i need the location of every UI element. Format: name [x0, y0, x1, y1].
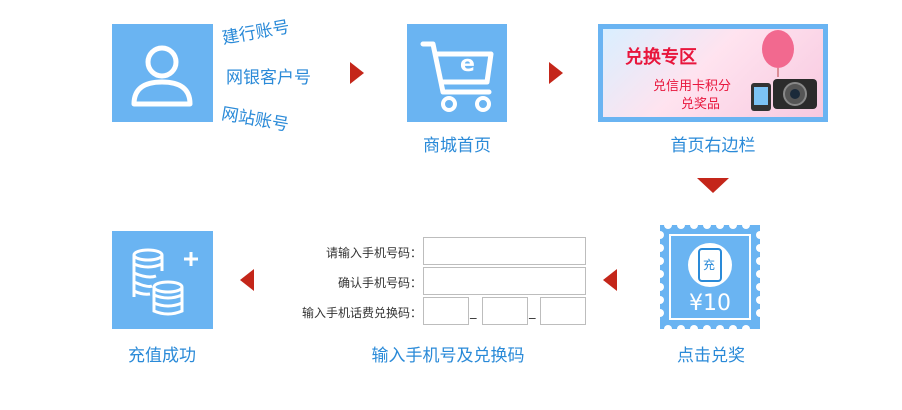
redeem-code-input-1[interactable] [423, 297, 469, 325]
confirm-phone-label: 确认手机号码： [337, 276, 422, 290]
success-tile [112, 231, 213, 329]
flow-arrow-right-1 [350, 62, 364, 84]
login-option-netbank-customer[interactable]: 网银客户号 [226, 68, 311, 88]
recharge-stamp[interactable]: 充 ¥10 [660, 225, 760, 329]
promo-banner[interactable]: 兑换专区 兑信用卡积分 兑奖品 [598, 24, 828, 122]
flow-arrow-right-2 [549, 62, 563, 84]
login-option-website-account[interactable]: 网站账号 [219, 104, 291, 136]
promo-title: 兑换专区 [625, 47, 697, 68]
confirm-phone-input[interactable] [423, 267, 586, 295]
flow-arrow-left-1 [603, 269, 617, 291]
cart-letter: e [460, 52, 475, 77]
shopping-cart-icon [420, 41, 494, 112]
redeem-code-input-2[interactable] [482, 297, 528, 325]
homepage-sidebar-label: 首页右边栏 [670, 136, 756, 156]
camera-icon [773, 79, 817, 109]
flow-arrow-left-2 [240, 269, 254, 291]
user-tile [112, 24, 213, 122]
promo-banner-image: 兑换专区 兑信用卡积分 兑奖品 [603, 29, 823, 117]
coins-stack-icon [132, 248, 198, 316]
mall-home-label: 商城首页 [423, 136, 491, 156]
enter-phone-code-label: 输入手机号及兑换码 [371, 346, 525, 366]
mall-tile[interactable]: e [407, 24, 507, 122]
login-option-ccb-account[interactable]: 建行账号 [220, 17, 292, 49]
flow-arrow-down [697, 178, 729, 193]
phone-gift-icon [751, 83, 771, 111]
code-separator-2: _ [529, 305, 536, 320]
phone-recharge-char: 充 [703, 258, 716, 272]
click-redeem-label: 点击兑奖 [677, 346, 745, 366]
promo-line-points: 兑信用卡积分 [653, 79, 732, 94]
code-separator-1: _ [470, 305, 477, 320]
phone-number-label: 请输入手机号码： [325, 246, 422, 260]
redeem-code-label: 输入手机话费兑换码： [301, 306, 422, 320]
amount-value: ¥10 [689, 291, 731, 316]
promo-line-gifts: 兑奖品 [681, 97, 721, 112]
user-icon [131, 45, 193, 107]
phone-number-input[interactable] [423, 237, 586, 265]
recharge-success-label: 充值成功 [128, 346, 196, 366]
redeem-code-input-3[interactable] [540, 297, 586, 325]
stamp-icon [660, 225, 760, 329]
balloon-icon [762, 30, 794, 77]
